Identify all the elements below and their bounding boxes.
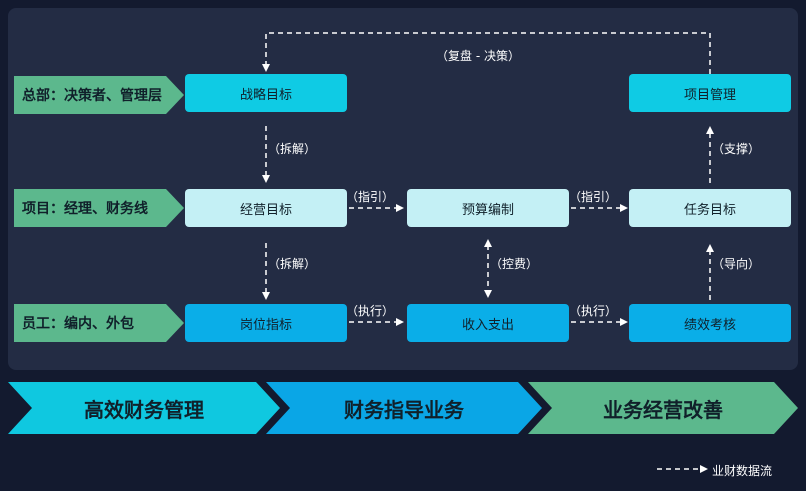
label-support: （支撑）: [712, 142, 761, 156]
legend-label: 业财数据流: [712, 464, 773, 478]
node-performance: 绩效考核: [629, 304, 791, 342]
node-position: 岗位指标: [185, 304, 347, 342]
label-execute-1: （执行）: [346, 304, 395, 318]
banner-middle: 财务指导业务: [266, 382, 542, 434]
banner-left: 高效财务管理: [8, 382, 280, 434]
node-strategy: 战略目标: [185, 74, 347, 112]
label-guide-1: （指引）: [346, 190, 395, 204]
label-decompose-1: （拆解）: [268, 142, 317, 156]
node-income: 收入支出: [407, 304, 569, 342]
banner-right: 业务经营改善: [528, 382, 798, 434]
edge-review-decision: [262, 32, 711, 74]
label-direct: （导向）: [712, 257, 761, 271]
node-project-mgmt: 项目管理: [629, 74, 791, 112]
label-execute-2: （执行）: [569, 304, 618, 318]
lane-project: 项目：经理、财务线: [14, 189, 184, 227]
lane-hq: 总部：决策者、管理层: [14, 76, 184, 114]
label-decompose-2: （拆解）: [268, 257, 317, 271]
node-operation: 经营目标: [185, 189, 347, 227]
label-guide-2: （指引）: [569, 190, 618, 204]
node-budget: 预算编制: [407, 189, 569, 227]
lane-staff: 员工：编内、外包: [14, 304, 184, 342]
label-review-decision: （复盘 - 决策）: [436, 49, 520, 63]
label-cost-control: （控费）: [490, 257, 539, 271]
node-task: 任务目标: [629, 189, 791, 227]
